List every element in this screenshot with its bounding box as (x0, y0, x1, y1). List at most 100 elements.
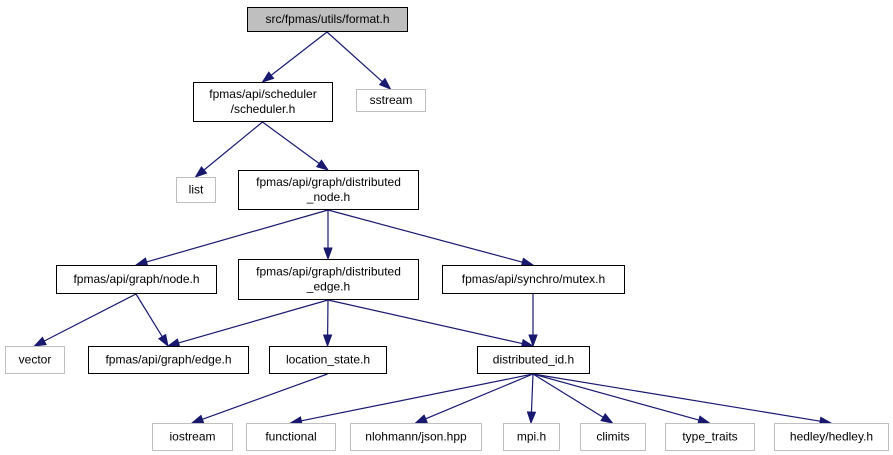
node-iostream[interactable]: iostream (152, 423, 233, 451)
node-box (193, 82, 333, 122)
node-label: vector (19, 353, 52, 367)
edge-scheduler-to-list (194, 121, 263, 178)
node-location-state[interactable]: location_state.h (269, 346, 387, 374)
edge-line (270, 31, 328, 76)
arrowhead (414, 414, 428, 424)
arrowhead (157, 333, 169, 348)
node-box (246, 423, 336, 451)
edge-distributed-id-to-type-traits (532, 373, 711, 425)
node-box (665, 423, 755, 451)
arrowhead (166, 338, 181, 348)
edge-distributed-id-to-climits (532, 373, 614, 424)
node-label: fpmas/api/synchro/mutex.h (462, 272, 605, 286)
edge-dist-edge-to-distributed-id (327, 299, 535, 349)
node-vector[interactable]: vector (5, 346, 65, 374)
node-box (350, 423, 482, 451)
edge-line (532, 373, 700, 421)
edge-line (262, 121, 320, 164)
node-box (356, 89, 426, 112)
node-list[interactable]: list (176, 177, 216, 203)
node-label: /scheduler.h (231, 102, 296, 116)
node-climits[interactable]: climits (580, 423, 646, 451)
arrowhead (600, 412, 614, 424)
edge-format-to-sstream (326, 31, 392, 90)
node-label: fpmas/api/scheduler (209, 87, 316, 101)
node-label: fpmas/api/graph/distributed (256, 265, 401, 279)
node-dist-node[interactable]: fpmas/api/graph/distributed_node.h (238, 170, 419, 210)
edge-line (327, 299, 523, 345)
node-box (477, 346, 590, 374)
arrowhead (520, 257, 535, 267)
edge-line (326, 31, 383, 83)
node-label: fpmas/api/graph/edge.h (105, 353, 231, 367)
node-label: hedley/hedley.h (790, 430, 873, 444)
edge-line (203, 121, 263, 171)
edge-node-h-to-edge-h (135, 293, 169, 348)
edge-mutex-to-distributed-id (528, 294, 538, 348)
edge-line (301, 373, 534, 422)
node-box (774, 423, 889, 451)
node-functional[interactable]: functional (246, 423, 336, 451)
edge-node-h-to-vector (33, 293, 137, 347)
node-label: fpmas/api/graph/node.h (73, 272, 199, 286)
edge-line (202, 373, 328, 420)
edge-distributed-id-to-json (414, 373, 534, 424)
edge-dist-node-to-dist-edge (323, 210, 333, 261)
edge-dist-node-to-node-h (134, 209, 329, 267)
edge-line (44, 293, 137, 342)
node-box (5, 346, 65, 374)
node-sstream[interactable]: sstream (356, 89, 426, 112)
arrowhead (323, 247, 333, 261)
edge-line (425, 373, 534, 420)
arrowhead (526, 411, 537, 425)
node-dist-edge[interactable]: fpmas/api/graph/distributed_edge.h (238, 259, 419, 300)
edge-line (532, 373, 604, 418)
edge-distributed-id-to-mpi (526, 373, 537, 425)
edge-line (146, 209, 329, 263)
edge-format-to-scheduler (261, 31, 328, 83)
node-label: _node.h (306, 190, 350, 204)
node-box (503, 423, 560, 451)
arrowhead (315, 159, 330, 171)
arrowhead (33, 336, 47, 347)
edge-line (532, 373, 821, 422)
arrowhead (134, 257, 149, 267)
node-label: type_traits (682, 430, 737, 444)
edge-line (327, 209, 523, 263)
node-box (238, 170, 419, 210)
node-mutex[interactable]: fpmas/api/synchro/mutex.h (442, 265, 625, 294)
edge-distributed-id-to-functional (289, 373, 534, 426)
node-box (580, 423, 646, 451)
edge-distributed-id-to-hedley (532, 373, 833, 426)
edge-location-state-to-iostream (190, 373, 328, 424)
node-label: mpi.h (517, 430, 546, 444)
edges-layer (33, 31, 833, 426)
node-format[interactable]: src/fpmas/utils/format.h (247, 7, 408, 32)
node-mpi[interactable]: mpi.h (503, 423, 560, 451)
edge-dist-edge-to-edge-h (166, 299, 329, 348)
node-box (269, 346, 387, 374)
node-distributed-id[interactable]: distributed_id.h (477, 346, 590, 374)
node-label: src/fpmas/utils/format.h (265, 12, 389, 26)
node-box (442, 265, 625, 294)
node-node-h[interactable]: fpmas/api/graph/node.h (56, 265, 217, 294)
edge-scheduler-to-dist-node (262, 121, 330, 171)
node-scheduler[interactable]: fpmas/api/scheduler/scheduler.h (193, 82, 333, 122)
arrowhead (322, 334, 333, 348)
arrowhead (378, 77, 392, 90)
arrowhead (528, 334, 538, 348)
node-label: functional (265, 430, 316, 444)
node-hedley[interactable]: hedley/hedley.h (774, 423, 889, 451)
node-box (152, 423, 233, 451)
node-box (56, 265, 217, 294)
node-box (88, 346, 249, 374)
node-edge-h[interactable]: fpmas/api/graph/edge.h (88, 346, 249, 374)
node-type-traits[interactable]: type_traits (665, 423, 755, 451)
node-label: _edge.h (306, 280, 350, 294)
arrowhead (697, 415, 711, 425)
node-json[interactable]: nlohmann/json.hpp (350, 423, 482, 451)
edge-dist-node-to-mutex (327, 209, 535, 267)
node-label: location_state.h (286, 353, 370, 367)
edge-line (178, 299, 329, 344)
node-box (247, 7, 408, 32)
